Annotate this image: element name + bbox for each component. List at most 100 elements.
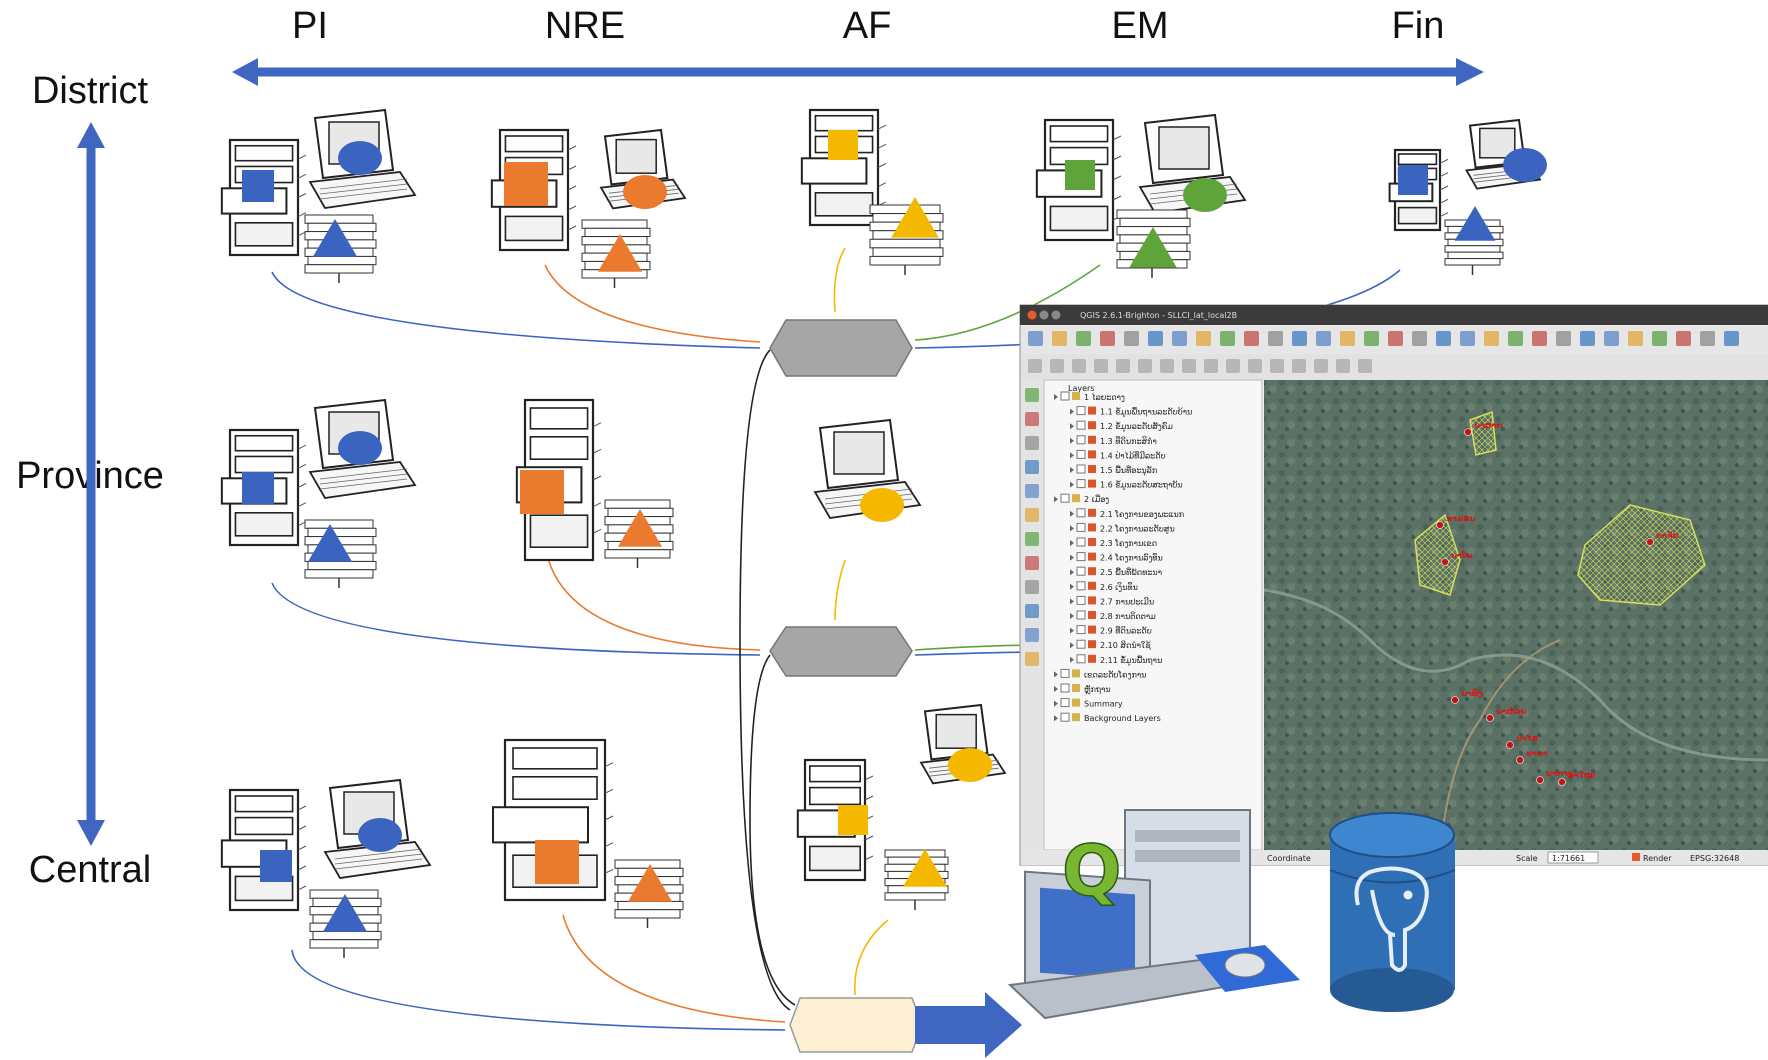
layer-checkbox[interactable] (1076, 464, 1086, 474)
toolbar-button-icon[interactable] (1388, 331, 1403, 346)
expand-arrow-icon[interactable] (1054, 715, 1058, 722)
map-point-icon[interactable] (1646, 538, 1654, 546)
layer-name[interactable]: 1.2 ຂໍ້ມູນລະດັບສັງຄົມ (1100, 421, 1173, 432)
layer-checkbox[interactable] (1060, 683, 1070, 693)
layer-checkbox[interactable] (1076, 449, 1086, 459)
toolbar-button-icon[interactable] (1100, 331, 1115, 346)
expand-arrow-icon[interactable] (1070, 627, 1074, 634)
map-point-icon[interactable] (1486, 714, 1494, 722)
layer-name[interactable]: 2.3 ໂຄງການເຂດ (1100, 538, 1157, 548)
layer-tool-icon[interactable] (1025, 508, 1039, 522)
qgis-maximize-icon[interactable] (1051, 310, 1061, 320)
toolbar-button-icon[interactable] (1508, 331, 1523, 346)
layer-tool-icon[interactable] (1025, 460, 1039, 474)
toolbar-button-icon[interactable] (1172, 331, 1187, 346)
toolbar-button-icon[interactable] (1628, 331, 1643, 346)
toolbar-button-icon[interactable] (1124, 331, 1139, 346)
toolbar-button-icon[interactable] (1094, 359, 1108, 373)
layer-checkbox[interactable] (1060, 712, 1070, 722)
layer-checkbox[interactable] (1076, 639, 1086, 649)
layer-tool-icon[interactable] (1025, 436, 1039, 450)
layer-name[interactable]: Summary (1084, 700, 1123, 709)
expand-arrow-icon[interactable] (1070, 554, 1074, 561)
map-point-icon[interactable] (1558, 778, 1566, 786)
layer-checkbox[interactable] (1076, 581, 1086, 591)
layer-checkbox[interactable] (1076, 595, 1086, 605)
layer-tool-icon[interactable] (1025, 580, 1039, 594)
expand-arrow-icon[interactable] (1070, 583, 1074, 590)
toolbar-button-icon[interactable] (1292, 359, 1306, 373)
layer-name[interactable]: 1.5 ພື້ນທີ່ອະນຸລັກ (1100, 465, 1157, 477)
layer-name[interactable]: 2.7 ການປະເມີນ (1100, 596, 1154, 606)
layer-tool-icon[interactable] (1025, 556, 1039, 570)
toolbar-button-icon[interactable] (1700, 331, 1715, 346)
toolbar-button-icon[interactable] (1204, 359, 1218, 373)
layer-name[interactable]: ເຂດລະດັບໂຄງການ (1084, 669, 1146, 679)
layer-checkbox[interactable] (1060, 493, 1070, 503)
expand-arrow-icon[interactable] (1070, 467, 1074, 473)
layer-checkbox[interactable] (1076, 610, 1086, 620)
expand-arrow-icon[interactable] (1054, 686, 1058, 692)
layer-tool-icon[interactable] (1025, 388, 1039, 402)
layer-name[interactable]: 2.5 ພື້ນທີ່ພັດທະນາ (1100, 567, 1162, 577)
expand-arrow-icon[interactable] (1054, 671, 1058, 678)
layer-checkbox[interactable] (1060, 668, 1070, 678)
expand-arrow-icon[interactable] (1070, 598, 1074, 605)
layer-checkbox[interactable] (1060, 698, 1070, 708)
layer-name[interactable]: 1.1 ຂໍ້ມູນພື້ນຖານລະດັບບ້ານ (1100, 407, 1192, 418)
toolbar-button-icon[interactable] (1604, 331, 1619, 346)
layer-name[interactable]: 2.10 ສິດນຳໃຊ້ (1100, 640, 1151, 651)
layer-checkbox[interactable] (1076, 420, 1086, 430)
layer-tool-icon[interactable] (1025, 628, 1039, 642)
toolbar-button-icon[interactable] (1436, 331, 1451, 346)
toolbar-button-icon[interactable] (1270, 359, 1284, 373)
toolbar-button-icon[interactable] (1226, 359, 1240, 373)
qgis-close-icon[interactable] (1027, 310, 1037, 320)
toolbar-button-icon[interactable] (1052, 331, 1067, 346)
layer-name[interactable]: 2.4 ໂຄງການລົງທຶນ (1100, 553, 1163, 563)
expand-arrow-icon[interactable] (1070, 613, 1074, 619)
toolbar-button-icon[interactable] (1412, 331, 1427, 346)
layer-name[interactable]: 2.8 ການຕິດຕາມ (1100, 611, 1156, 621)
toolbar-button-icon[interactable] (1160, 359, 1174, 373)
map-point-icon[interactable] (1516, 756, 1524, 764)
map-point-icon[interactable] (1451, 696, 1459, 704)
toolbar-button-icon[interactable] (1484, 331, 1499, 346)
layer-checkbox[interactable] (1076, 435, 1086, 445)
expand-arrow-icon[interactable] (1070, 452, 1074, 459)
layer-name[interactable]: 1.3 ທີ່ດິນກະສິກຳ (1100, 436, 1157, 446)
expand-arrow-icon[interactable] (1070, 423, 1074, 430)
expand-arrow-icon[interactable] (1070, 656, 1074, 663)
toolbar-button-icon[interactable] (1138, 359, 1152, 373)
layer-tool-icon[interactable] (1025, 484, 1039, 498)
layer-checkbox[interactable] (1076, 522, 1086, 532)
layer-tool-icon[interactable] (1025, 412, 1039, 426)
toolbar-button-icon[interactable] (1220, 331, 1235, 346)
toolbar-button-icon[interactable] (1724, 331, 1739, 346)
map-point-icon[interactable] (1506, 741, 1514, 749)
layer-name[interactable]: 2.1 ໂຄງການຂອງພະແນກ (1100, 509, 1184, 519)
layer-tool-icon[interactable] (1025, 604, 1039, 618)
layer-checkbox[interactable] (1076, 508, 1086, 518)
toolbar-button-icon[interactable] (1028, 331, 1043, 346)
map-point-icon[interactable] (1536, 776, 1544, 784)
layer-name[interactable]: 2 ເມືອງ (1084, 494, 1109, 504)
layer-checkbox[interactable] (1076, 537, 1086, 547)
qgis-render-checkbox[interactable] (1632, 853, 1640, 861)
toolbar-button-icon[interactable] (1268, 331, 1283, 346)
expand-arrow-icon[interactable] (1070, 525, 1074, 532)
expand-arrow-icon[interactable] (1070, 510, 1074, 517)
toolbar-button-icon[interactable] (1182, 359, 1196, 373)
expand-arrow-icon[interactable] (1070, 642, 1074, 649)
layer-checkbox[interactable] (1076, 406, 1086, 416)
layer-checkbox[interactable] (1076, 552, 1086, 562)
toolbar-button-icon[interactable] (1028, 359, 1042, 373)
layer-name[interactable]: 1.6 ຂໍ້ມູນລະດັບສະຖາບັນ (1100, 480, 1183, 491)
expand-arrow-icon[interactable] (1054, 496, 1058, 503)
toolbar-button-icon[interactable] (1314, 359, 1328, 373)
toolbar-button-icon[interactable] (1076, 331, 1091, 346)
layer-tool-icon[interactable] (1025, 532, 1039, 546)
expand-arrow-icon[interactable] (1054, 700, 1058, 707)
toolbar-button-icon[interactable] (1358, 359, 1372, 373)
toolbar-button-icon[interactable] (1460, 331, 1475, 346)
